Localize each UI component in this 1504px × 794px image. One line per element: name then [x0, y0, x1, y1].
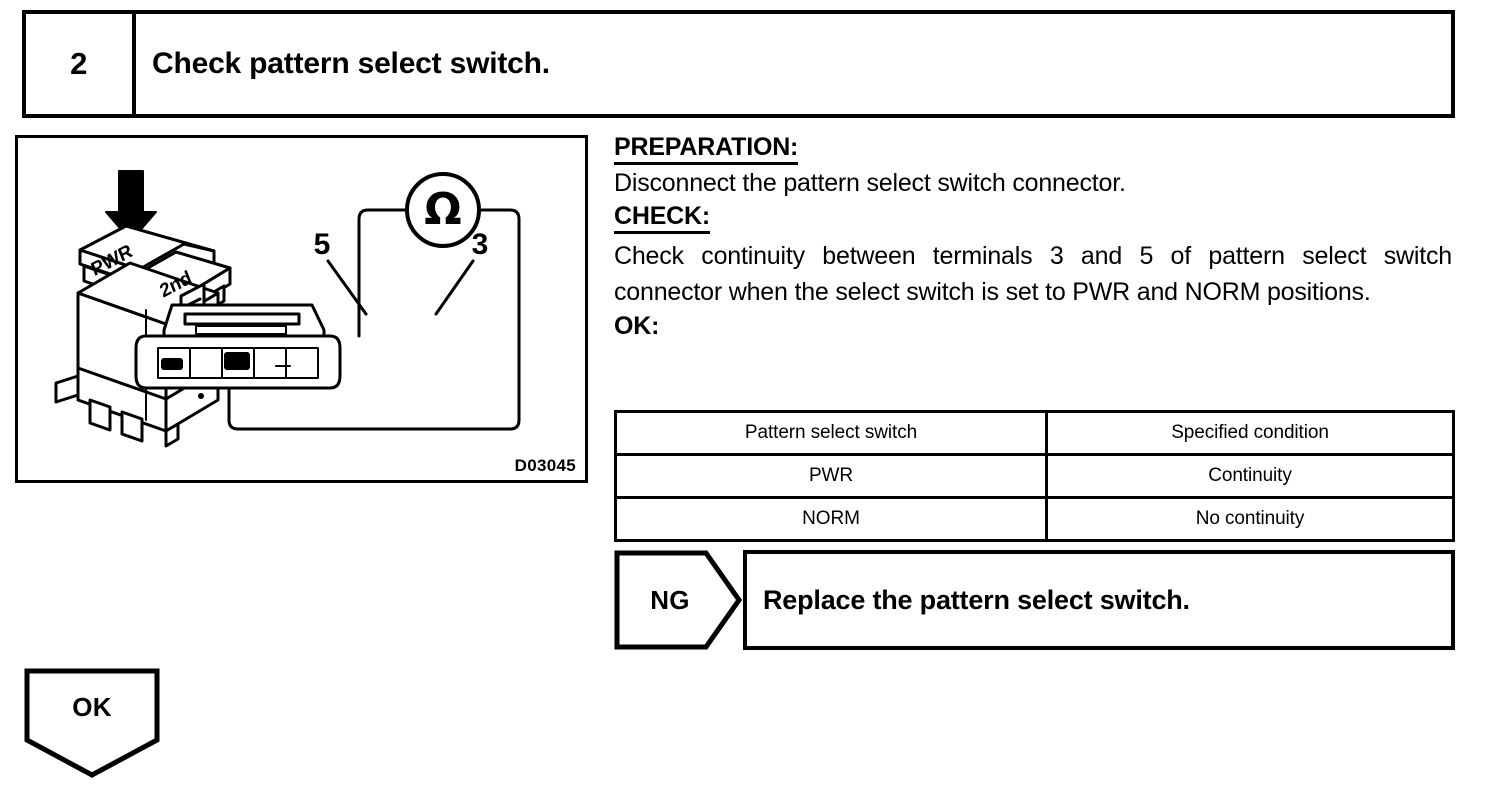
illustration-panel: PWR 2nd Ω: [15, 135, 588, 483]
terminal-label-5: 5: [314, 228, 331, 261]
table-header-cell: Pattern select switch: [614, 410, 1048, 456]
ng-action-text: Replace the pattern select switch.: [763, 584, 1190, 615]
table-header-row: Pattern select switch Specified conditio…: [614, 410, 1455, 456]
ok-banner-label: OK: [72, 691, 112, 722]
table-row: PWR Continuity: [614, 453, 1455, 499]
step-number: 2: [70, 46, 88, 81]
step-number-cell: 2: [26, 14, 136, 114]
ng-flag-label: NG: [650, 584, 690, 615]
table-cell-switch-position: PWR: [614, 453, 1048, 499]
table-cell-condition: No continuity: [1045, 496, 1455, 542]
specification-table: Pattern select switch Specified conditio…: [614, 410, 1455, 542]
table-cell-switch-position: NORM: [614, 496, 1048, 542]
check-text: Check continuity between terminals 3 and…: [614, 241, 1452, 306]
ok-label: OK:: [614, 312, 660, 341]
step-header: 2 Check pattern select switch.: [22, 10, 1455, 118]
instruction-text-column: PREPARATION: Disconnect the pattern sele…: [614, 133, 1455, 341]
preparation-block: PREPARATION: Disconnect the pattern sele…: [614, 133, 1455, 200]
leader-line-terminal-3: [434, 259, 475, 316]
ohmmeter-circuit: Ω: [227, 172, 521, 431]
terminal-label-3: 3: [472, 228, 489, 261]
figure-code: D03045: [514, 456, 576, 475]
preparation-label: PREPARATION:: [614, 133, 798, 165]
ng-flag-shape: NG: [614, 550, 742, 650]
check-block: CHECK: Check continuity between terminal…: [614, 202, 1455, 311]
table-header-cell: Specified condition: [1045, 410, 1455, 456]
ng-action-box: Replace the pattern select switch.: [743, 550, 1455, 650]
check-label: CHECK:: [614, 202, 710, 234]
table-cell-condition: Continuity: [1045, 453, 1455, 499]
preparation-text: Disconnect the pattern select switch con…: [614, 169, 1126, 197]
step-title-cell: Check pattern select switch.: [136, 14, 1451, 114]
ok-banner-shape: OK: [24, 668, 160, 778]
ng-result-row: NG Replace the pattern select switch.: [614, 550, 1455, 650]
connector-drawing: [134, 303, 342, 390]
illustration-drawing: PWR 2nd Ω: [54, 170, 521, 448]
press-arrow-icon: [105, 170, 157, 242]
ohm-symbol: Ω: [424, 184, 461, 235]
leader-line-terminal-5: [326, 259, 368, 316]
step-title: Check pattern select switch.: [152, 47, 550, 80]
table-row: NORM No continuity: [614, 496, 1455, 542]
